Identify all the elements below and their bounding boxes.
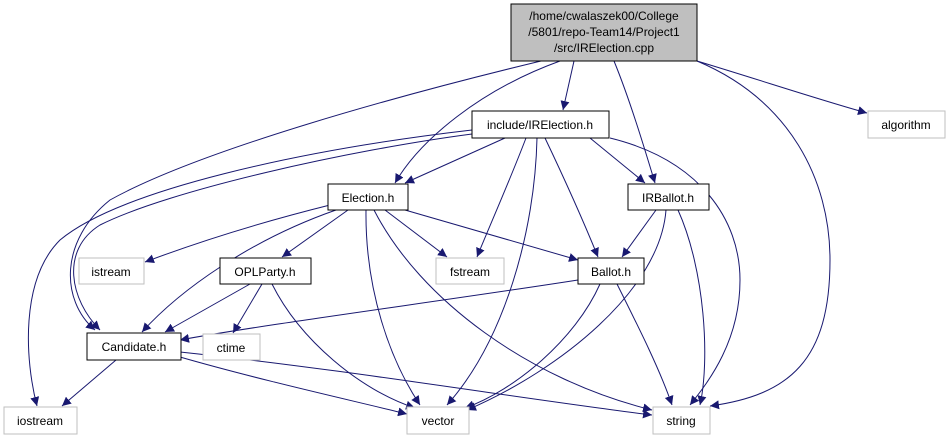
root-label-line-3: /src/IRElection.cpp [554,41,654,55]
node-root-irelection-cpp[interactable]: /home/cwalaszek00/College /5801/repo-Tea… [510,3,698,62]
dependency-edges [27,60,868,419]
edge-root-to-election-h [394,60,561,184]
edge-candidate-h-to-iostream [61,359,117,407]
edge-irelection-h-to-iostream [27,129,473,407]
node-oplparty-h[interactable]: OPLParty.h [219,257,312,285]
edge-ballot-h-to-vector [464,283,601,410]
edge-root-to-irelection-h [560,60,575,111]
node-fstream-label: fstream [450,265,490,279]
edge-election-h-to-fstream [384,209,448,258]
node-irballot-h[interactable]: IRBallot.h [627,183,710,211]
node-istream[interactable]: istream [78,257,145,285]
edge-root-to-irballot-h [613,60,657,184]
edge-oplparty-h-to-vector [271,283,416,410]
node-irballot-h-label: IRBallot.h [642,191,694,205]
edge-irballot-h-to-string [677,209,707,406]
node-election-h-label: Election.h [342,191,395,205]
edge-irelection-h-to-vector [446,137,538,406]
edge-oplparty-h-to-candidate-h [164,283,251,333]
root-label-line-2: /5801/repo-Team14/Project1 [528,25,680,39]
node-iostream-label: iostream [17,414,63,428]
edge-election-h-to-ballot-h [404,209,579,262]
edge-election-h-to-istream [144,204,331,264]
root-label-line-1: /home/cwalaszek00/College [529,9,679,23]
edge-election-h-to-vector [365,209,421,406]
edge-oplparty-h-to-ctime [232,283,263,334]
edge-root-to-candidate-h [69,60,542,331]
node-algorithm[interactable]: algorithm [867,110,946,139]
edge-ballot-h-to-candidate-h [179,279,579,343]
node-candidate-h[interactable]: Candidate.h [86,332,182,361]
node-ballot-h[interactable]: Ballot.h [577,257,645,285]
edge-irballot-h-to-vector [466,209,667,411]
edge-election-h-to-oplparty-h [281,209,349,258]
edge-ballot-h-to-string [616,283,674,406]
node-irelection-h[interactable]: include/IRElection.h [471,110,610,139]
node-election-h[interactable]: Election.h [327,183,409,211]
node-ctime-label: ctime [217,341,246,355]
node-fstream[interactable]: fstream [435,257,505,285]
node-vector-label: vector [422,414,455,428]
edge-root-to-string [696,60,831,410]
node-string[interactable]: string [652,406,711,435]
node-vector[interactable]: vector [406,406,470,435]
edge-irelection-h-to-irballot-h [589,137,646,184]
edge-irelection-h-to-fstream [476,137,527,258]
edge-root-to-algorithm [696,60,868,115]
node-ctime[interactable]: ctime [202,333,261,361]
node-irelection-h-label: include/IRElection.h [487,118,593,132]
node-algorithm-label: algorithm [881,118,930,132]
edge-irelection-h-to-string [609,137,741,406]
node-candidate-h-label: Candidate.h [102,340,167,354]
node-oplparty-h-label: OPLParty.h [234,265,295,279]
edge-irelection-h-to-election-h [404,137,506,184]
node-istream-label: istream [91,265,130,279]
edge-candidate-h-to-vector [179,356,408,417]
edge-irelection-h-to-ballot-h [544,137,599,258]
edge-candidate-h-to-string [179,351,653,419]
edge-irballot-h-to-ballot-h [621,209,657,258]
header-nodes: /home/cwalaszek00/College /5801/repo-Tea… [3,3,946,435]
edge-irelection-h-to-candidate-h [73,133,473,331]
node-string-label: string [666,414,695,428]
edge-election-h-to-string [373,209,653,413]
node-ballot-h-label: Ballot.h [591,265,631,279]
node-iostream[interactable]: iostream [3,406,78,435]
